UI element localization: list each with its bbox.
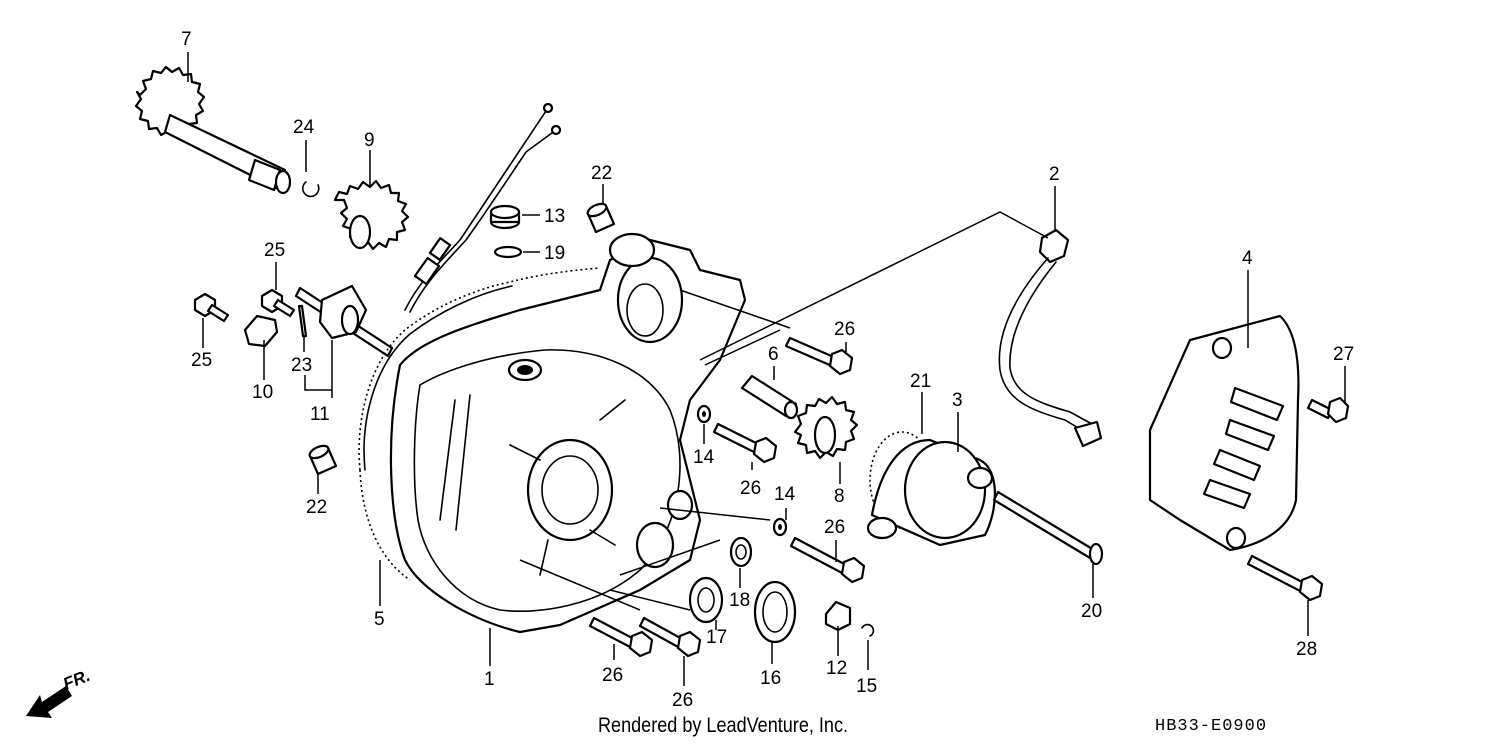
leader-lines	[187, 52, 1346, 686]
part-23-pin[interactable]	[297, 304, 308, 338]
diagram-code: HB33-E0900	[1155, 717, 1268, 736]
part-12-collar[interactable]	[824, 600, 852, 632]
part-25-bolt-left[interactable]	[193, 292, 230, 323]
callout-2: 2	[1049, 164, 1060, 185]
part-26-bolt-b[interactable]	[712, 422, 778, 464]
callout-24: 24	[293, 117, 315, 138]
callout-16: 16	[760, 668, 781, 689]
callout-14-upper: 14	[693, 447, 715, 468]
render-credit: Rendered by LeadVenture, Inc.	[598, 714, 849, 737]
callout-15: 15	[856, 676, 877, 697]
callout-26-b: 26	[740, 478, 761, 499]
part-13-plug[interactable]	[489, 204, 521, 230]
part-wire-harness	[404, 102, 562, 313]
callout-5: 5	[374, 609, 385, 630]
part-17-bearing[interactable]	[688, 576, 724, 624]
part-26-bolt-d[interactable]	[588, 616, 654, 658]
front-direction-arrow: FR.	[26, 666, 93, 718]
callout-18: 18	[729, 590, 750, 611]
part-3-cover-cap[interactable]	[866, 438, 996, 547]
part-4-sprocket-cover[interactable]	[1148, 314, 1300, 552]
reference-lines	[519, 211, 1049, 611]
callout-13: 13	[544, 206, 565, 227]
callout-labels: 7 24 9 13 19 22 25 25 10 23 11 22 5 1 2 …	[181, 29, 1354, 711]
callout-26-a: 26	[834, 319, 855, 340]
callout-22-lower: 22	[306, 497, 327, 518]
callout-26-c: 26	[824, 517, 845, 538]
direction-label: FR.	[60, 666, 93, 694]
callout-3: 3	[952, 390, 963, 411]
callout-4: 4	[1242, 248, 1253, 269]
part-16-oil-seal[interactable]	[753, 580, 797, 644]
callout-6: 6	[768, 344, 779, 365]
callout-10: 10	[252, 382, 273, 403]
part-26-bolt-c[interactable]	[789, 536, 866, 584]
part-20-o-ring[interactable]	[493, 245, 523, 259]
callout-27: 27	[1333, 344, 1354, 365]
callout-21: 20	[1081, 601, 1102, 622]
part-24-circlip[interactable]	[301, 181, 320, 198]
callout-9: 9	[364, 130, 375, 151]
part-22-dowel-pin-lower[interactable]	[308, 443, 338, 476]
part-22-dowel-pin-upper[interactable]	[586, 201, 616, 234]
part-5-gasket[interactable]	[358, 267, 601, 581]
part-25-bolt-right[interactable]	[260, 288, 296, 318]
callout-8: 8	[834, 486, 845, 507]
callout-26-e: 26	[672, 690, 693, 711]
part-26-bolt-e[interactable]	[638, 616, 702, 658]
callout-17: 17	[706, 627, 727, 648]
callout-14-lower: 14	[774, 484, 796, 505]
callout-1: 1	[484, 669, 495, 690]
callout-25-upper: 25	[264, 240, 285, 261]
callout-12: 12	[826, 658, 847, 679]
callout-11: 11	[310, 404, 330, 425]
part-2-breather-bracket[interactable]	[998, 228, 1103, 448]
callout-20: 19	[544, 243, 565, 264]
part-14-washer-upper[interactable]	[696, 404, 712, 424]
part-14-washer-lower[interactable]	[772, 517, 788, 537]
callout-23: 23	[291, 355, 312, 376]
callout-26-d: 26	[602, 665, 623, 686]
part-11-shaft-assembly[interactable]	[294, 284, 394, 358]
part-15-clip[interactable]	[861, 623, 875, 637]
callout-22-upper: 22	[591, 163, 612, 184]
part-1-crankcase-cover[interactable]	[389, 232, 747, 634]
callout-7: 7	[181, 29, 192, 50]
part-26-bolt-a[interactable]	[784, 336, 854, 376]
part-28-bolt[interactable]	[1246, 554, 1324, 602]
callout-19: 21	[910, 371, 931, 392]
callout-28: 28	[1296, 639, 1317, 660]
part-7-starter-spindle[interactable]	[134, 65, 292, 195]
part-21-long-bolt[interactable]	[992, 490, 1104, 566]
part-18-seal[interactable]	[729, 536, 753, 568]
part-6-dowel[interactable]	[740, 374, 799, 420]
callout-25-lower: 25	[191, 350, 212, 371]
part-10-bracket[interactable]	[243, 314, 279, 348]
part-27-bolt[interactable]	[1306, 396, 1350, 424]
part-8-oil-pump-gear[interactable]	[793, 395, 859, 460]
part-9-gear[interactable]	[333, 179, 410, 251]
